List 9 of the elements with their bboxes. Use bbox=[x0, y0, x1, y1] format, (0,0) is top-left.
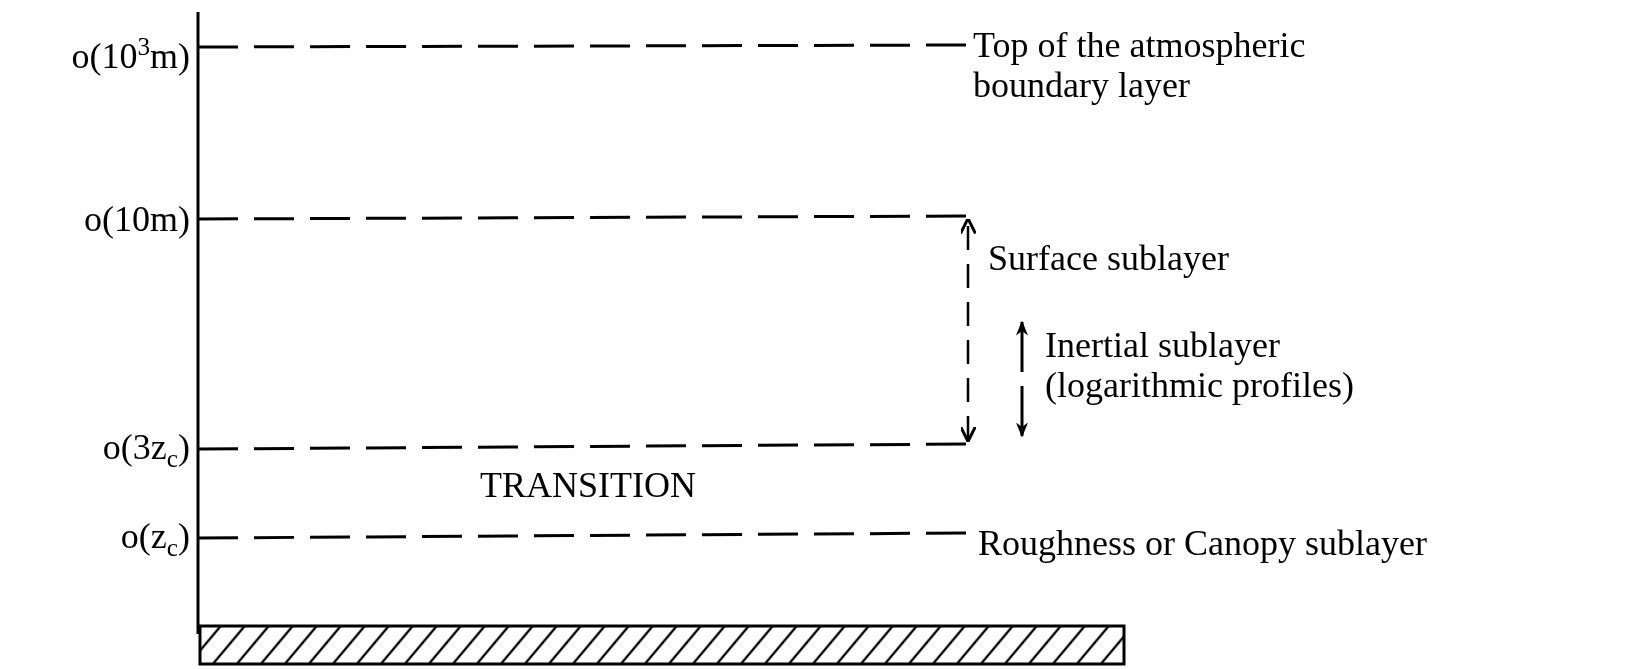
text-label: o(10$^{3}$m) bbox=[70, 32, 190, 76]
text-label: Inertial sublayer (logarithmic profiles) bbox=[1045, 325, 1355, 405]
text-label: o(3z$_{c}$) bbox=[101, 427, 190, 475]
text-label: Roughness or Canopy sublayer bbox=[978, 523, 1427, 563]
text-label: TRANSITION bbox=[480, 465, 696, 505]
text-label: o(10m) bbox=[83, 199, 190, 239]
text-label: Surface sublayer bbox=[988, 238, 1229, 278]
text-label: o(z$_{c}$) bbox=[119, 516, 190, 564]
text-label: Top of the atmospheric boundary layer bbox=[973, 25, 1307, 105]
